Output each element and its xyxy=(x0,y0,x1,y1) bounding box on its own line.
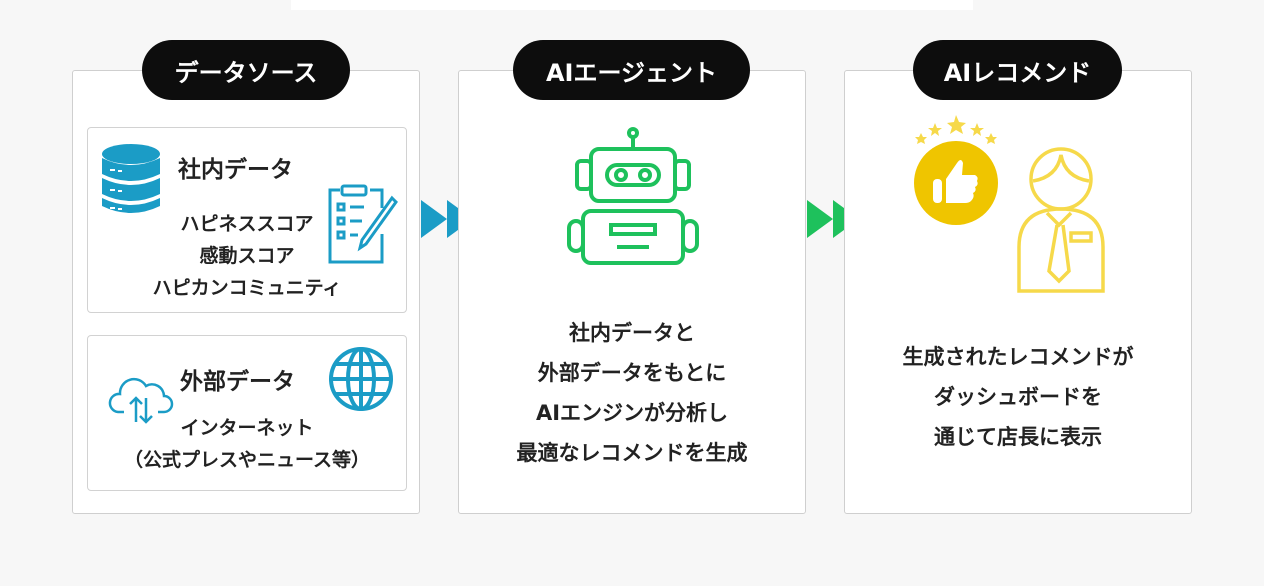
recommend-line: 通じて店長に表示 xyxy=(934,425,1102,449)
clipboard-icon xyxy=(328,184,398,264)
database-icon xyxy=(102,144,160,213)
top-bar xyxy=(291,0,973,10)
external-data-title: 外部データ xyxy=(180,369,295,395)
internal-data-title: 社内データ xyxy=(178,157,293,183)
pill-ai-recommend: AIレコメンド xyxy=(913,40,1122,100)
card-ai-recommend: 生成されたレコメンドが ダッシュボードを 通じて店長に表示 xyxy=(844,70,1192,514)
internal-item: 感動スコア xyxy=(199,245,295,267)
external-data-box: 外部データ インターネット （公式プレスやニュース等） xyxy=(87,335,407,491)
pill-data-source: データソース xyxy=(142,40,350,100)
internal-item: ハピカンコミュニティ xyxy=(152,277,342,299)
internal-item: ハピネススコア xyxy=(180,213,314,235)
internal-data-box: 社内データ ハピネススコア 感動スコア ハピカンコミュニティ xyxy=(87,127,407,313)
agent-line: 最適なレコメンドを生成 xyxy=(516,441,748,465)
thumbs-up-badge-icon xyxy=(914,115,998,225)
cloud-transfer-icon xyxy=(108,377,174,424)
card-ai-agent: 社内データと 外部データをもとに AIエンジンが分析し 最適なレコメンドを生成 xyxy=(458,70,806,514)
external-item: （公式プレスやニュース等） xyxy=(123,449,371,471)
external-item: インターネット xyxy=(180,417,314,439)
agent-line: AIエンジンが分析し xyxy=(535,401,729,425)
card-data-source: 社内データ ハピネススコア 感動スコア ハピカンコミュニティ 外部データ インタ… xyxy=(72,70,420,514)
store-manager-icon xyxy=(1017,147,1105,293)
recommend-line: 生成されたレコメンドが xyxy=(902,345,1134,369)
agent-line: 外部データをもとに xyxy=(537,361,727,385)
agent-line: 社内データと xyxy=(569,321,695,345)
pill-ai-agent: AIエージェント xyxy=(513,40,750,100)
recommend-line: ダッシュボードを xyxy=(934,385,1102,409)
globe-icon xyxy=(329,347,393,411)
robot-icon xyxy=(567,127,699,265)
